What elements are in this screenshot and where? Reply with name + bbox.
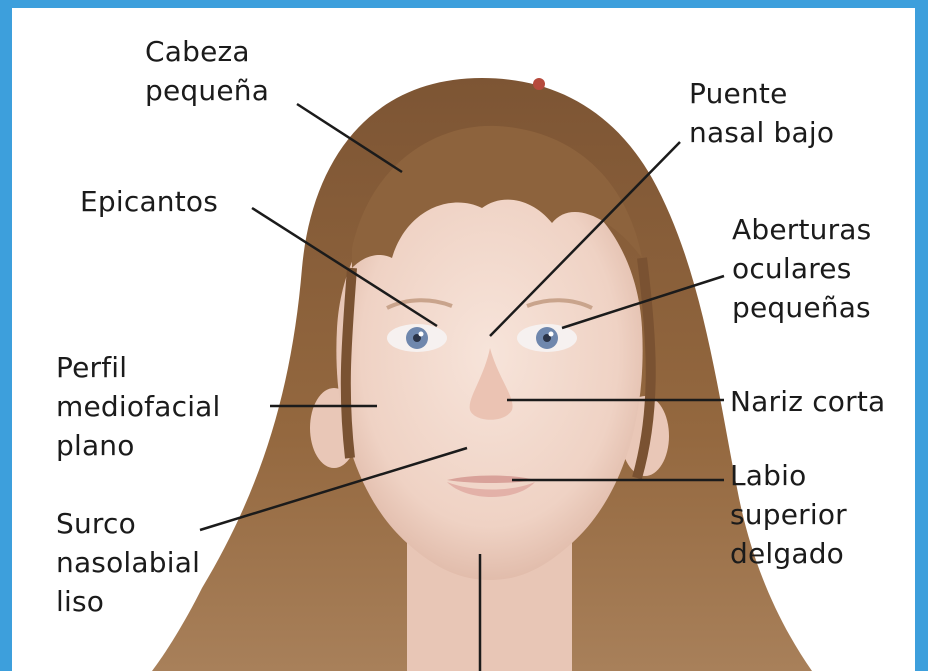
label-epicantos: Epicantos xyxy=(80,182,218,221)
label-labio-superior: Labio superior delgado xyxy=(730,456,847,573)
right-eye-highlight xyxy=(549,332,554,337)
label-aberturas-oculares: Aberturas oculares pequeñas xyxy=(732,210,871,327)
hair-tie xyxy=(533,78,545,90)
diagram-panel: Cabeza pequeña Puente nasal bajo Epicant… xyxy=(12,8,915,671)
label-puente-nasal-bajo: Puente nasal bajo xyxy=(689,74,834,152)
label-perfil-mediofacial: Perfil mediofacial plano xyxy=(56,348,221,465)
label-cabeza-pequena: Cabeza pequeña xyxy=(145,32,269,110)
label-surco-nasolabial: Surco nasolabial liso xyxy=(56,504,200,621)
label-nariz-corta: Nariz corta xyxy=(730,382,885,421)
left-eye-highlight xyxy=(419,332,424,337)
